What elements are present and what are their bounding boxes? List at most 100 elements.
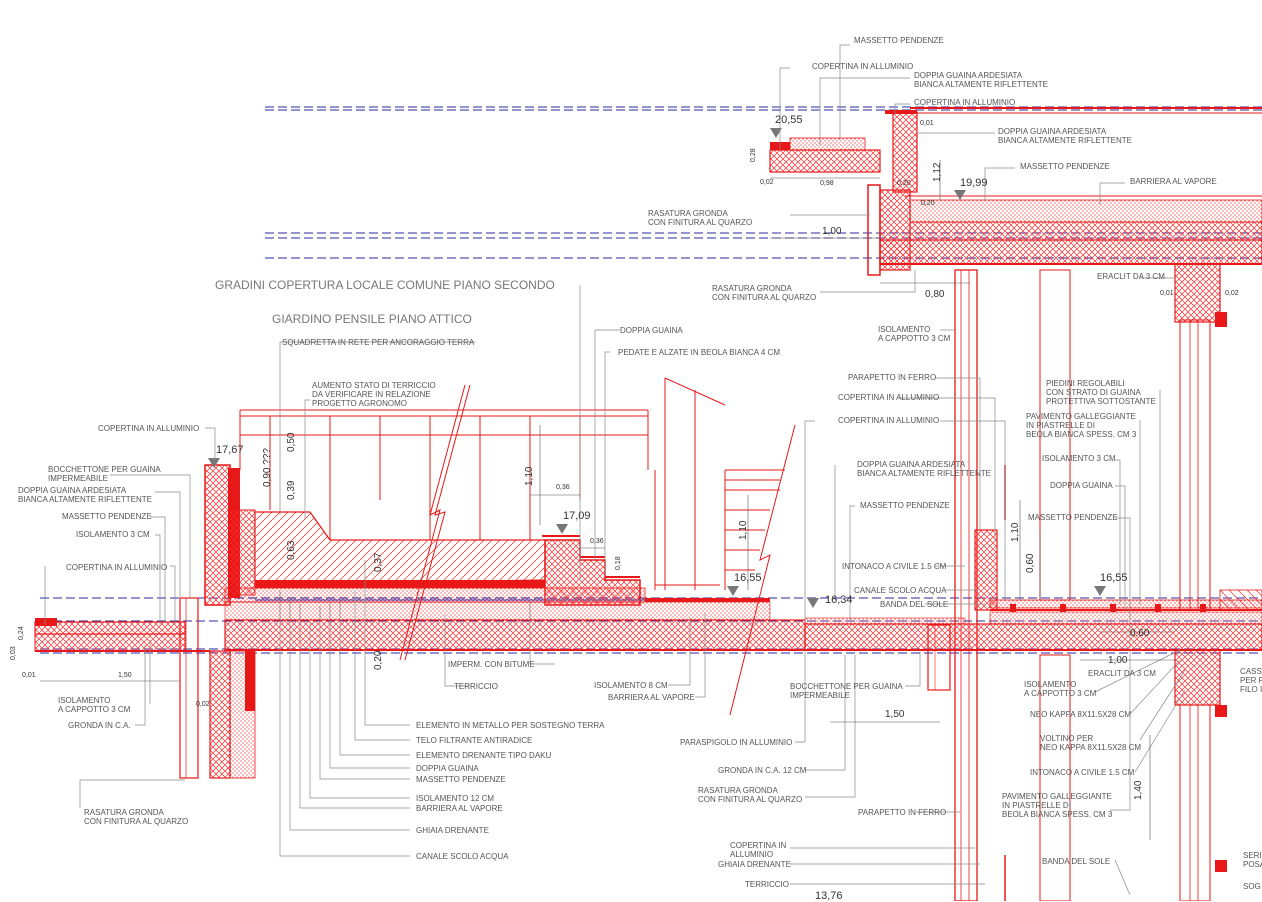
label-terriccio-1: TERRICCIO	[454, 682, 498, 691]
label-barriera-vapore-mid: BARRIERA AL VAPORE	[608, 693, 695, 702]
dim-1-40: 1,40	[1133, 780, 1144, 800]
label-eraclit-top: ERACLIT DA 3 CM	[1097, 272, 1165, 281]
dim-0-39: 0,39	[286, 480, 297, 500]
title-gradini: GRADINI COPERTURA LOCALE COMUNE PIANO SE…	[215, 278, 555, 292]
label-canale-scolo-2: CANALE SCOLO ACQUA	[416, 852, 509, 861]
label-isolamento-12cm: ISOLAMENTO 12 CM	[416, 794, 495, 803]
elevation-17-09: 17,09	[563, 510, 591, 522]
elevation-19-99: 19,99	[960, 177, 988, 189]
label-copertina-mid2: COPERTINA IN ALLUMINIO	[838, 416, 940, 425]
left-section	[34, 464, 256, 779]
title-giardino: GIARDINO PENSILE PIANO ATTICO	[272, 312, 472, 326]
label-doppia-guaina-steps: DOPPIA GUAINA	[620, 326, 683, 335]
dim-1-10-rail: 1,10	[524, 466, 535, 486]
label-paraspigolo: PARASPIGOLO IN ALLUMINIO	[680, 738, 793, 747]
dim-0-36-a: 0,36	[556, 484, 570, 491]
label-doppia-guaina-right: DOPPIA GUAINA	[1050, 481, 1113, 490]
dim-0-20-b: 0,20	[897, 180, 911, 187]
dim-1-50-left: 1,50	[118, 672, 132, 679]
dim-0-98: 0,98	[820, 180, 834, 187]
label-seri-cut: SERIPOSA	[1243, 851, 1262, 869]
label-copertina-mid1: COPERTINA IN ALLUMINIO	[838, 393, 940, 402]
label-doppia-guaina-bottom: DOPPIA GUAINA	[416, 764, 479, 773]
label-banda-sole-2: BANDA DEL SOLE	[1042, 857, 1111, 866]
label-copertina-top: COPERTINA IN ALLUMINIO	[812, 62, 914, 71]
label-ghiaia-drenante-2: GHIAIA DRENANTE	[718, 860, 791, 869]
label-isolamento-8cm: ISOLAMENTO 8 CM	[594, 681, 668, 690]
label-massetto-pendenze-left: MASSETTO PENDENZE	[62, 512, 152, 521]
label-sog-cut: SOG	[1243, 882, 1261, 891]
garden-steps-section	[224, 377, 806, 716]
elevation-16-55-a: 16,55	[734, 572, 762, 584]
label-copertina-far-left: COPERTINA IN ALLUMINIO	[66, 563, 168, 572]
dim-0-02-b: 0,02	[196, 701, 210, 708]
leader-lines	[44, 44, 1186, 896]
label-elemento-metallo: ELEMENTO IN METALLO PER SOSTEGNO TERRA	[416, 721, 605, 730]
label-massetto-pendenze-bottom: MASSETTO PENDENZE	[416, 775, 506, 784]
dim-0-03: 0,03	[10, 646, 17, 660]
elevation-17-67: 17,67	[216, 444, 244, 456]
label-eraclit-bottom: ERACLIT DA 3 CM	[1088, 669, 1156, 678]
dim-1-00-bottom: 1,00	[1108, 655, 1128, 666]
dim-0-60-floor: 0,60	[1130, 628, 1150, 639]
dim-1-00-top: 1,00	[822, 226, 842, 237]
label-elemento-drenante: ELEMENTO DRENANTE TIPO DAKU	[416, 751, 552, 760]
label-telo-filtrante: TELO FILTRANTE ANTIRADICE	[416, 736, 533, 745]
label-gronda-ca-left: GRONDA IN C.A.	[68, 721, 131, 730]
label-barriera-vapore-top: BARRIERA AL VAPORE	[1130, 177, 1217, 186]
elevation-13-76: 13,76	[815, 890, 843, 902]
label-barriera-vapore-bottom: BARRIERA AL VAPORE	[416, 804, 503, 813]
dim-1-12: 1,12	[932, 162, 943, 182]
dim-0-50: 0,50	[286, 432, 297, 452]
dim-0-28: 0,28	[750, 148, 757, 162]
label-parapetto-ferro-1: PARAPETTO IN FERRO	[848, 373, 937, 382]
label-isolamento-3cm-left: ISOLAMENTO 3 CM	[76, 530, 150, 539]
label-squadretta: SQUADRETTA IN RETE PER ANCORAGGIO TERRA	[282, 338, 475, 347]
elevation-16-55-b: 16,55	[1100, 572, 1128, 584]
dim-1-10-wall: 1,10	[1010, 522, 1021, 542]
dim-0-37: 0,37	[373, 552, 384, 572]
dim-0-01-a: 0,01	[920, 120, 934, 127]
dim-0-18: 0,18	[615, 556, 622, 570]
dim-0-20-mid: 0,20	[373, 650, 384, 670]
elevation-16-34: 16,34	[825, 594, 853, 606]
dim-0-36-b: 0,36	[590, 538, 604, 545]
terrace-section	[804, 269, 1262, 901]
upper-roof-section	[769, 107, 1262, 611]
dim-0-20-top: 0,20	[921, 200, 935, 207]
label-copertina-left: COPERTINA IN ALLUMINIO	[98, 424, 200, 433]
label-isolamento-3cm-right: ISOLAMENTO 3 CM	[1042, 454, 1116, 463]
label-massetto-pendenze-right: MASSETTO PENDENZE	[1028, 513, 1118, 522]
label-massetto-pendenze-top: MASSETTO PENDENZE	[854, 36, 944, 45]
dim-0-60-wall: 0,60	[1025, 553, 1036, 573]
label-intonaco-civile-1: INTONACO A CIVILE 1.5 CM	[842, 562, 947, 571]
elevation-markers	[208, 128, 1106, 608]
label-canale-scolo-1: CANALE SCOLO ACQUA	[854, 586, 947, 595]
label-massetto-pendenze-top2: MASSETTO PENDENZE	[1020, 162, 1110, 171]
dim-0-01-b: 0,01	[22, 672, 36, 679]
dimension-lines	[40, 160, 1175, 840]
label-intonaco-civile-2: INTONACO A CIVILE 1.5 CM	[1030, 768, 1135, 777]
dim-1-50-mid: 1,50	[885, 709, 905, 720]
dim-0-02-a: 0,02	[760, 179, 774, 186]
label-terriccio-2: TERRICCIO	[745, 880, 789, 889]
